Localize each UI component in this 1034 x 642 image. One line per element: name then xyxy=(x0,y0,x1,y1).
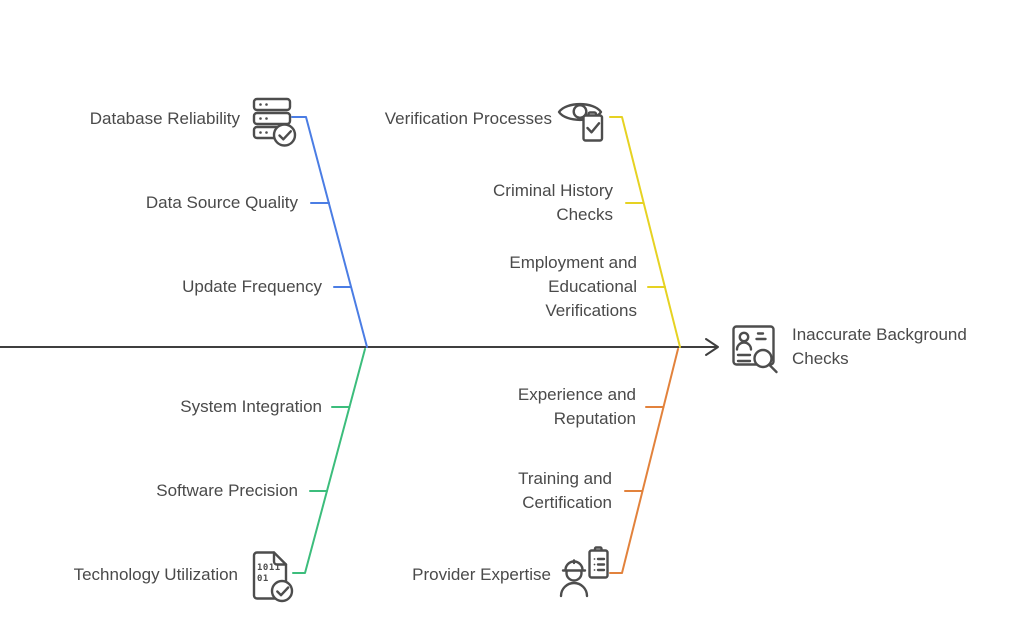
category-label-verification-processes: Verification Processes xyxy=(384,109,552,128)
svg-text:01: 01 xyxy=(257,574,269,584)
effect-label: Inaccurate Background Checks xyxy=(792,325,967,368)
branch-line-bottom-left xyxy=(292,348,366,574)
cause-label-criminal-history-checks: Criminal History Checks xyxy=(493,181,613,224)
worker-checklist-icon xyxy=(559,546,609,598)
svg-text:1011: 1011 xyxy=(257,563,281,573)
cause-label-employment-educational-verifications: Employment and Educational Verifications xyxy=(509,253,637,320)
branch-line-top-left xyxy=(291,116,368,348)
cause-label-system-integration: System Integration xyxy=(180,397,322,416)
spine-line xyxy=(0,338,719,356)
cause-label-data-source-quality: Data Source Quality xyxy=(145,193,298,212)
category-label-database-reliability: Database Reliability xyxy=(89,109,240,128)
category-label-technology-utilization: Technology Utilization xyxy=(73,565,238,584)
cause-label-update-frequency: Update Frequency xyxy=(182,277,322,296)
id-card-search-icon xyxy=(732,325,778,374)
binary-document-check-icon: 1011 01 xyxy=(252,551,294,603)
arrow-head-icon xyxy=(705,338,719,356)
branch-line-bottom-right xyxy=(609,348,679,574)
eye-checklist-icon xyxy=(557,102,604,142)
cause-label-experience-reputation: Experience and Reputation xyxy=(517,385,636,428)
database-check-icon xyxy=(252,97,297,147)
cause-label-software-precision: Software Precision xyxy=(156,481,298,500)
category-label-provider-expertise: Provider Expertise xyxy=(412,565,551,584)
cause-label-training-certification: Training and Certification xyxy=(518,469,612,512)
branch-line-top-right xyxy=(609,116,681,348)
